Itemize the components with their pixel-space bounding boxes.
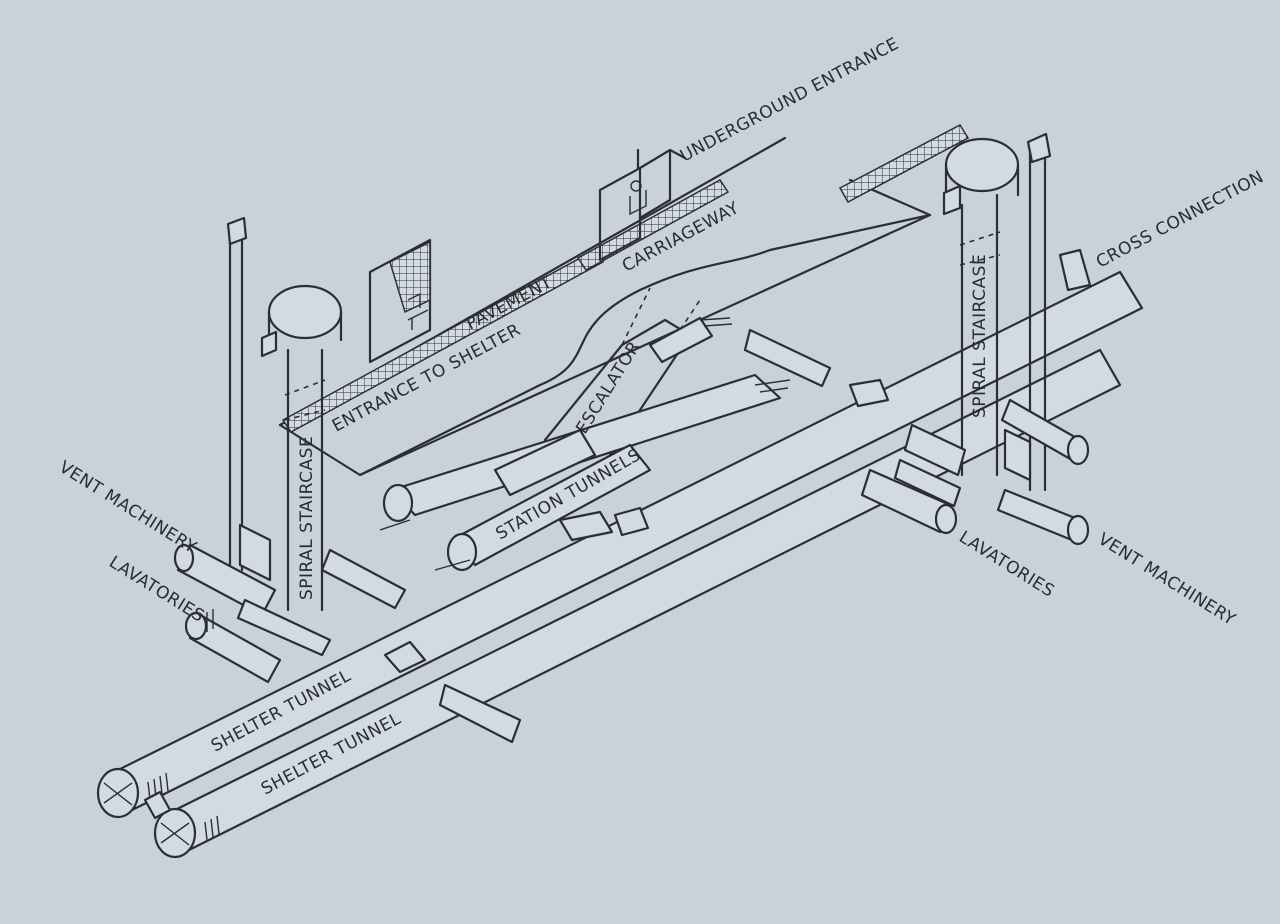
label-vent-machinery-right: VENT MACHINERY: [1094, 529, 1239, 630]
pavement-hatch: [281, 249, 605, 433]
carriageway-hatch: [576, 179, 730, 271]
underground-entrance-kiosk: [598, 148, 687, 262]
right-lavatory-tunnels: [860, 398, 1090, 546]
label-lavatories-right: LAVATORIES: [955, 527, 1058, 601]
label-vent-machinery-left: VENT MACHINERY: [55, 457, 200, 558]
station-tunnel-lower: [379, 428, 652, 572]
left-lavatory-tunnels: [173, 543, 407, 684]
street-surface: [278, 124, 970, 477]
label-spiral-staircase-left: SPIRAL STAIRCASE: [297, 436, 317, 600]
cross-passages: [143, 248, 1092, 820]
label-cross-connection: CROSS CONNECTION: [1093, 167, 1267, 272]
right-spiral-staircase: [942, 137, 1020, 477]
left-spiral-staircase: [260, 284, 343, 612]
shelter-tunnel-upper: [96, 270, 1144, 819]
label-underground-entrance: UNDERGROUND ENTRANCE: [677, 34, 902, 167]
left-vent-shaft: [226, 216, 272, 582]
street-building: [368, 238, 432, 364]
escalator-shaft: [543, 287, 733, 457]
far-pavement-hatch: [838, 124, 970, 204]
label-spiral-staircase-right: SPIRAL STAIRCASE: [970, 254, 990, 418]
